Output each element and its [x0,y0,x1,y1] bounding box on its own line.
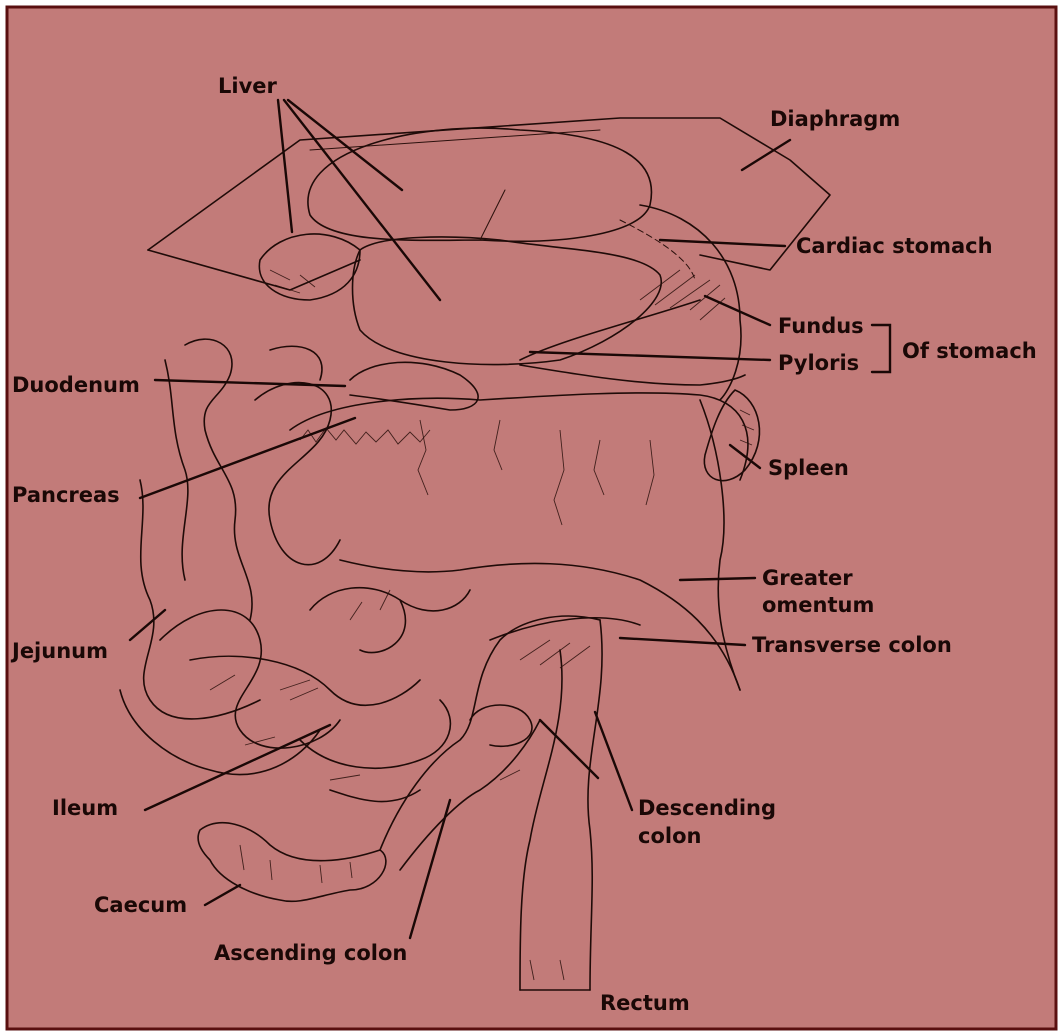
label-transverse-colon: Transverse colon [752,633,952,657]
label-jejunum: Jejunum [10,639,108,663]
label-pancreas: Pancreas [12,483,120,507]
label-rectum: Rectum [600,991,690,1015]
label-fundus: Fundus [778,314,864,338]
diagram-background [7,7,1056,1029]
label-caecum: Caecum [94,893,187,917]
label-duodenum: Duodenum [12,373,140,397]
label-ascending-colon: Ascending colon [214,941,407,965]
label-descending-colon-line2: colon [638,824,701,848]
label-liver: Liver [218,74,278,98]
label-ileum: Ileum [52,796,118,820]
label-pyloris: Pyloris [778,351,859,375]
label-greater-omentum-line1: Greater [762,566,853,590]
label-cardiac-stomach: Cardiac stomach [796,234,993,258]
label-of-stomach: Of stomach [902,339,1037,363]
label-diaphragm: Diaphragm [770,107,900,131]
label-spleen: Spleen [768,456,849,480]
label-greater-omentum-line2: omentum [762,593,874,617]
label-descending-colon-line1: Descending [638,796,776,820]
